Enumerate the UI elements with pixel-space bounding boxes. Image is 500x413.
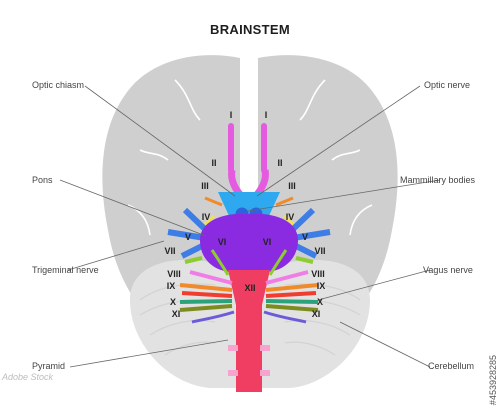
hypoglossal-left — [191, 310, 235, 324]
glossopharyngeal-right — [265, 283, 319, 292]
numeral-ii: II — [277, 158, 282, 168]
facial-right — [295, 256, 314, 264]
label-optic-nerve: Optic nerve — [424, 80, 471, 90]
vagus-left — [181, 291, 233, 298]
numeral-iii: III — [201, 181, 209, 191]
numeral-x: X — [317, 297, 323, 307]
brand-watermark: Adobe Stock — [2, 372, 54, 382]
pons — [200, 213, 298, 272]
numeral-iv: IV — [286, 212, 295, 222]
pyramid-mark-low-right — [260, 370, 270, 376]
abducens-left — [210, 249, 230, 276]
sulci-lines — [127, 79, 373, 236]
numeral-vi: VI — [263, 237, 272, 247]
label-vagus-nerve: Vagus nerve — [423, 265, 473, 275]
glossopharyngeal-left — [179, 283, 233, 292]
numeral-i: I — [265, 110, 268, 120]
vagus-green-left — [179, 299, 233, 304]
numeral-viii: VIII — [167, 269, 181, 279]
numeral-v: V — [302, 232, 308, 242]
numeral-xii: XII — [244, 283, 255, 293]
abducens-right — [268, 249, 288, 276]
numeral-ix: IX — [317, 281, 326, 291]
vestibulocochlear-right — [265, 270, 309, 285]
vagus-right — [265, 291, 317, 298]
accessory-left — [179, 304, 233, 312]
numeral-vi: VI — [218, 237, 227, 247]
hypoglossal-right — [263, 310, 307, 324]
vestibulocochlear-left — [189, 270, 233, 285]
pyramid-mark-left — [228, 345, 238, 351]
facial-left — [184, 256, 203, 264]
leader-lines — [59, 85, 441, 368]
numeral-viii: VIII — [311, 269, 325, 279]
olfactory-nerve-right — [261, 123, 267, 173]
label-pyramid: Pyramid — [32, 361, 66, 371]
pyramid-mark-right — [260, 345, 270, 351]
numeral-vii: VII — [314, 246, 325, 256]
pyramid-mark-low-left — [228, 370, 238, 376]
numeral-ix: IX — [167, 281, 176, 291]
vagus-green-right — [265, 299, 319, 304]
numeral-i: I — [230, 110, 233, 120]
accessory-right — [265, 304, 319, 312]
label-mammillary-bodies: Mammillary bodies — [400, 175, 476, 185]
label-trigeminal-nerve: Trigeminal nerve — [32, 265, 99, 275]
numeral-v: V — [185, 232, 191, 242]
olfactory-nerve-left — [228, 123, 234, 173]
label-pons: Pons — [32, 175, 53, 185]
optic-chiasm — [218, 192, 280, 218]
diagram-title: BRAINSTEM — [210, 22, 290, 37]
oculomotor-left — [204, 196, 223, 207]
numeral-vii: VII — [164, 246, 175, 256]
numeral-iii: III — [288, 181, 296, 191]
label-optic-chiasm: Optic chiasm — [32, 80, 85, 90]
label-cerebellum: Cerebellum — [428, 361, 475, 371]
numeral-x: X — [170, 297, 176, 307]
numeral-xi: XI — [172, 309, 181, 319]
stock-id: #453928285 — [488, 354, 498, 405]
numeral-ii: II — [211, 158, 216, 168]
medulla — [228, 270, 270, 392]
numeral-xi: XI — [312, 309, 321, 319]
numeral-iv: IV — [202, 212, 211, 222]
oculomotor-right — [275, 196, 294, 207]
